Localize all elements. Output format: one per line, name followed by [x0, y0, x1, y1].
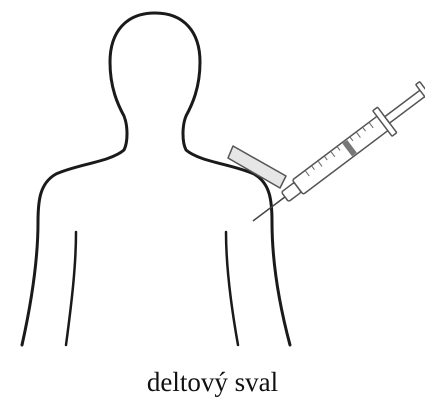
body-outline — [22, 13, 155, 345]
right-arm-line — [226, 232, 238, 345]
left-arm-line — [66, 232, 76, 345]
diagram-caption: deltový sval — [0, 366, 425, 398]
